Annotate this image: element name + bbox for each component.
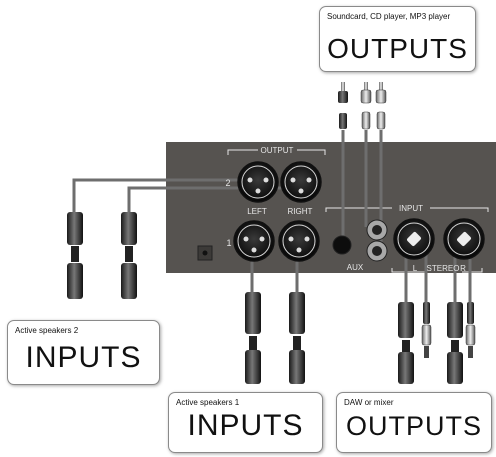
combo-input-left xyxy=(393,218,435,260)
speakers2-title: INPUTS xyxy=(25,341,142,374)
input-header-label: INPUT xyxy=(399,204,423,213)
output-bracket xyxy=(227,149,326,155)
combo-input-right xyxy=(443,218,485,260)
xlr-output-2-left xyxy=(237,161,279,203)
rca-jack-bottom xyxy=(366,240,388,262)
daw-outputs-box: DAW or mixer OUTPUTS xyxy=(336,392,492,453)
rca-jack-top xyxy=(366,219,388,241)
source-trs-plug xyxy=(338,82,348,129)
stereo-label: STEREO xyxy=(427,264,460,273)
cable-row2-left xyxy=(72,178,260,212)
left-label: LEFT xyxy=(247,207,267,216)
input-bracket xyxy=(325,207,489,212)
daw-title: OUTPUTS xyxy=(345,411,482,441)
daw-left-xlr-plug xyxy=(398,302,414,384)
daw-right-xlr-plug xyxy=(447,302,463,384)
speakers2-subtitle: Active speakers 2 xyxy=(15,326,79,335)
speakers2-left-xlr-plug xyxy=(67,212,83,299)
output-header-label: OUTPUT xyxy=(261,146,294,155)
row-2-label: 2 xyxy=(225,178,230,188)
speakers1-title: INPUTS xyxy=(187,409,304,442)
r-label: R xyxy=(460,264,466,273)
soundcard-subtitle: Soundcard, CD player, MP3 player xyxy=(327,12,451,21)
l-label: L xyxy=(413,264,418,273)
row-1-label: 1 xyxy=(226,238,231,248)
right-label: RIGHT xyxy=(288,207,313,216)
soundcard-outputs-box: Soundcard, CD player, MP3 player OUTPUTS xyxy=(319,6,476,72)
source-rca-plug-right xyxy=(375,82,387,130)
speakers1-left-xlr-plug xyxy=(245,292,261,384)
aux-label: AUX xyxy=(347,263,364,272)
speakers1-right-xlr-plug xyxy=(289,292,305,384)
soundcard-title: OUTPUTS xyxy=(327,33,468,64)
ground-screw xyxy=(197,245,213,261)
speakers1-subtitle: Active speakers 1 xyxy=(176,398,240,407)
daw-right-trs-plug xyxy=(465,302,476,358)
xlr-output-1-left xyxy=(233,220,275,262)
source-rca-plug-left xyxy=(360,82,372,130)
xlr-output-1-right xyxy=(278,220,320,262)
speakers2-inputs-box: Active speakers 2 INPUTS xyxy=(7,320,160,385)
daw-subtitle: DAW or mixer xyxy=(344,398,394,407)
daw-left-trs-plug xyxy=(421,302,432,358)
speakers1-inputs-box: Active speakers 1 INPUTS xyxy=(168,392,323,453)
xlr-output-2-right xyxy=(280,161,322,203)
speakers2-right-xlr-plug xyxy=(121,212,137,299)
aux-input-jack xyxy=(332,235,352,255)
